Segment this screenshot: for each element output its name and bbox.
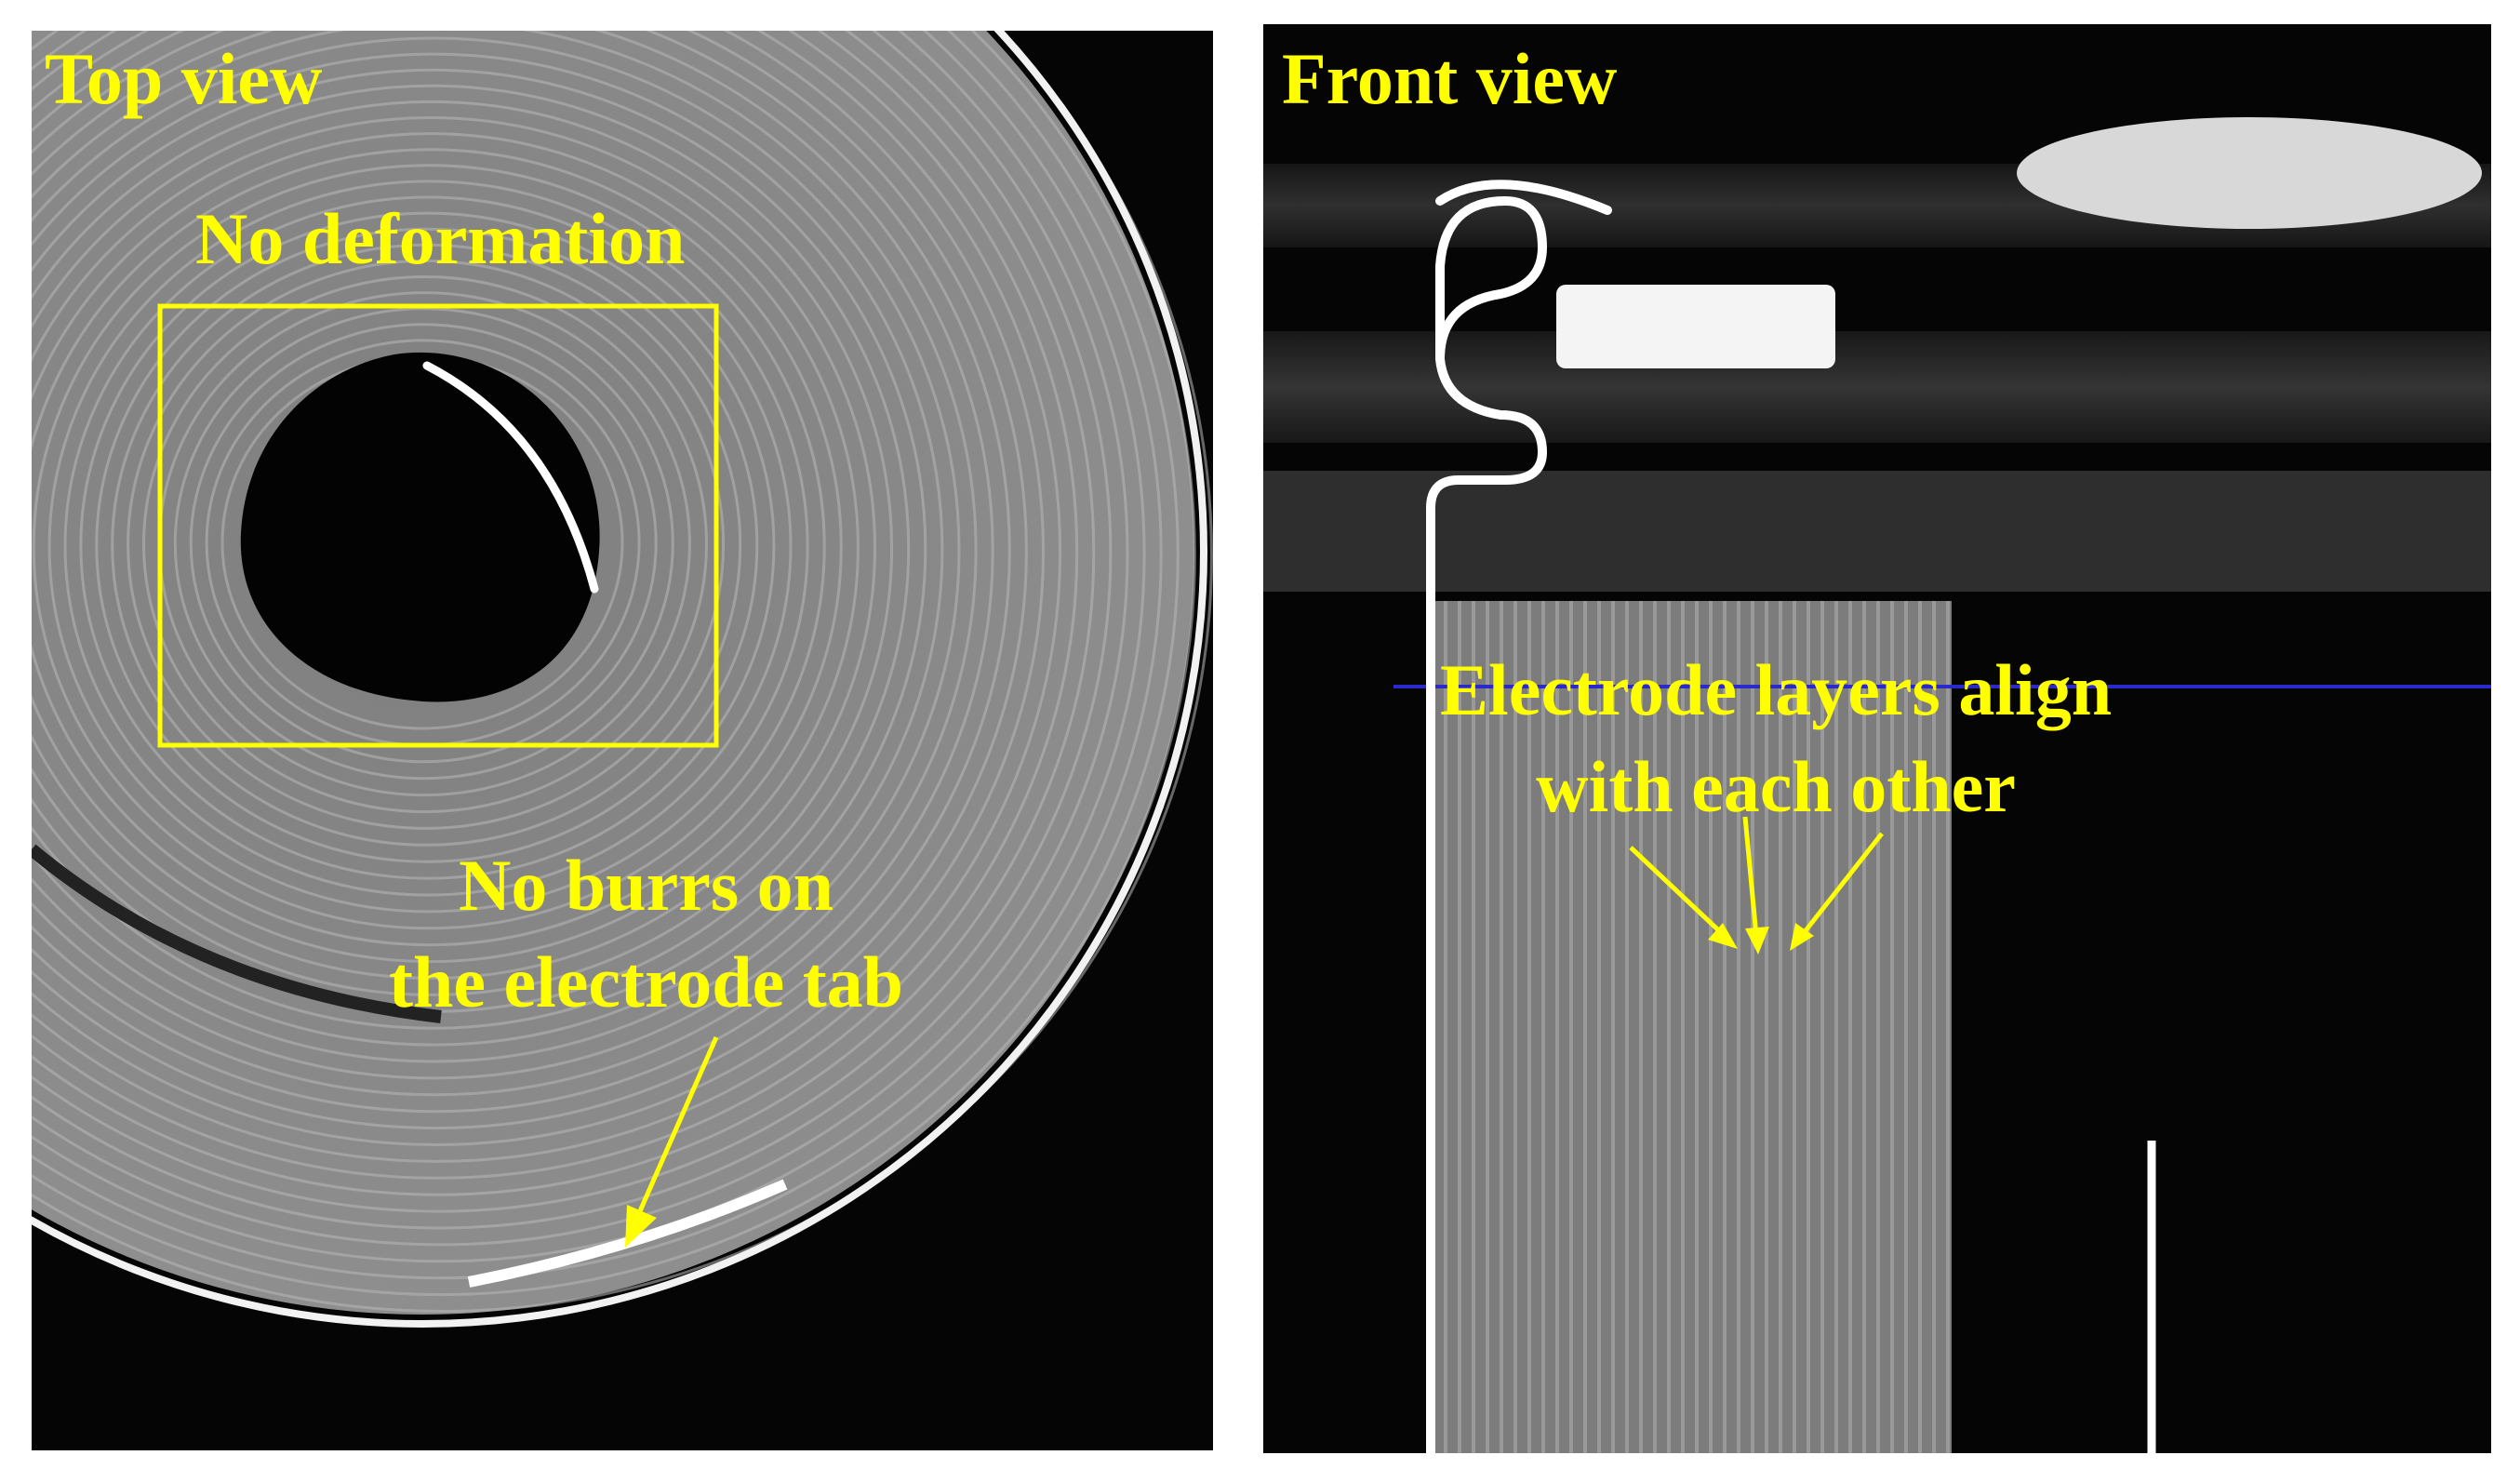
electrode-layer-ring (32, 31, 978, 1080)
tab-arrow-line (633, 1035, 719, 1222)
folded-tab (1426, 195, 1548, 1453)
electrode-layer-ring (47, 180, 809, 914)
electrode-layer-ring (142, 275, 708, 813)
electrode-layer-ring (32, 116, 876, 980)
tab-arrow-head (625, 1205, 657, 1248)
top-view-title: Top view (45, 38, 323, 119)
electrode-layer-ring (32, 31, 1129, 1230)
layer-gap (32, 844, 442, 1023)
cap-layer (1263, 331, 2491, 443)
inner-tab (422, 361, 599, 594)
electrode-layer-ring (32, 148, 843, 947)
electrode-layer-ring (32, 31, 1078, 1180)
electrode-layer-ring (32, 132, 860, 963)
electrode-layer-rings (32, 31, 1213, 1313)
electrode-layer-ring (32, 31, 1061, 1163)
electrode-layer-ring (189, 323, 658, 764)
no-burrs-line2: the electrode tab (389, 941, 904, 1022)
electrode-layer-lines (1444, 601, 1950, 1453)
align-arrow-middle (1742, 816, 1759, 937)
electrode-layer-ring (32, 31, 1096, 1196)
align-arrow-middle-head (1745, 927, 1769, 955)
bright-cap-part (2017, 117, 2482, 229)
electrode-layer-ring (32, 36, 961, 1063)
layers-align-line2: with each other (1536, 746, 2016, 827)
front-view-title: Front view (1282, 38, 1618, 119)
electrode-layer-ring (63, 195, 793, 897)
align-arrow-left (1629, 846, 1728, 940)
electrode-layer-ring (32, 31, 1146, 1247)
layers-align-label: Electrode layers align with each other (1440, 642, 2112, 835)
electrode-layer-ring (173, 307, 674, 781)
no-burrs-label: No burrs on the electrode tab (389, 837, 903, 1031)
electrode-layer-ring (32, 31, 1011, 1114)
highlight-box (157, 303, 719, 748)
electrode-layer-ring (32, 31, 1180, 1279)
outer-casing (32, 31, 1207, 1328)
electrode-layer-ring (32, 31, 1213, 1313)
align-arrow-left-head (1708, 923, 1738, 949)
electrode-layer-ring (32, 100, 893, 996)
no-deformation-label: No deformation (195, 198, 686, 279)
align-arrow-right (1798, 832, 1884, 940)
electrode-layer-ring (32, 31, 1196, 1296)
top-view-scan (32, 31, 1213, 1450)
cap-layer (1263, 471, 2491, 592)
no-burrs-line1: No burrs on (458, 845, 834, 926)
electrode-layer-ring (32, 31, 1045, 1146)
folded-tab-top (1435, 180, 1612, 215)
align-arrow-right-head (1790, 923, 1814, 951)
electrode-layer-ring (32, 31, 1113, 1213)
core-hole (240, 352, 600, 702)
electrode-layer-ring (32, 52, 944, 1047)
electrode-layer-ring (95, 227, 759, 863)
electrode-layer-ring (32, 31, 994, 1097)
bright-gasket (1556, 285, 1835, 368)
layers-align-line1: Electrode layers align (1440, 649, 2113, 730)
electrode-layer-ring (127, 259, 726, 830)
front-view-image (1263, 24, 2491, 1453)
electrode-layer-ring (32, 31, 1028, 1129)
electrode-layer-ring (111, 243, 742, 847)
top-view-image (32, 31, 1213, 1450)
electrode-layer-ring (32, 164, 826, 930)
electrode-layer-ring (32, 31, 1163, 1263)
electrode-layer-ring (79, 211, 776, 880)
front-view-scan (1263, 24, 2491, 1453)
electrode-layer-ring (32, 68, 927, 1030)
